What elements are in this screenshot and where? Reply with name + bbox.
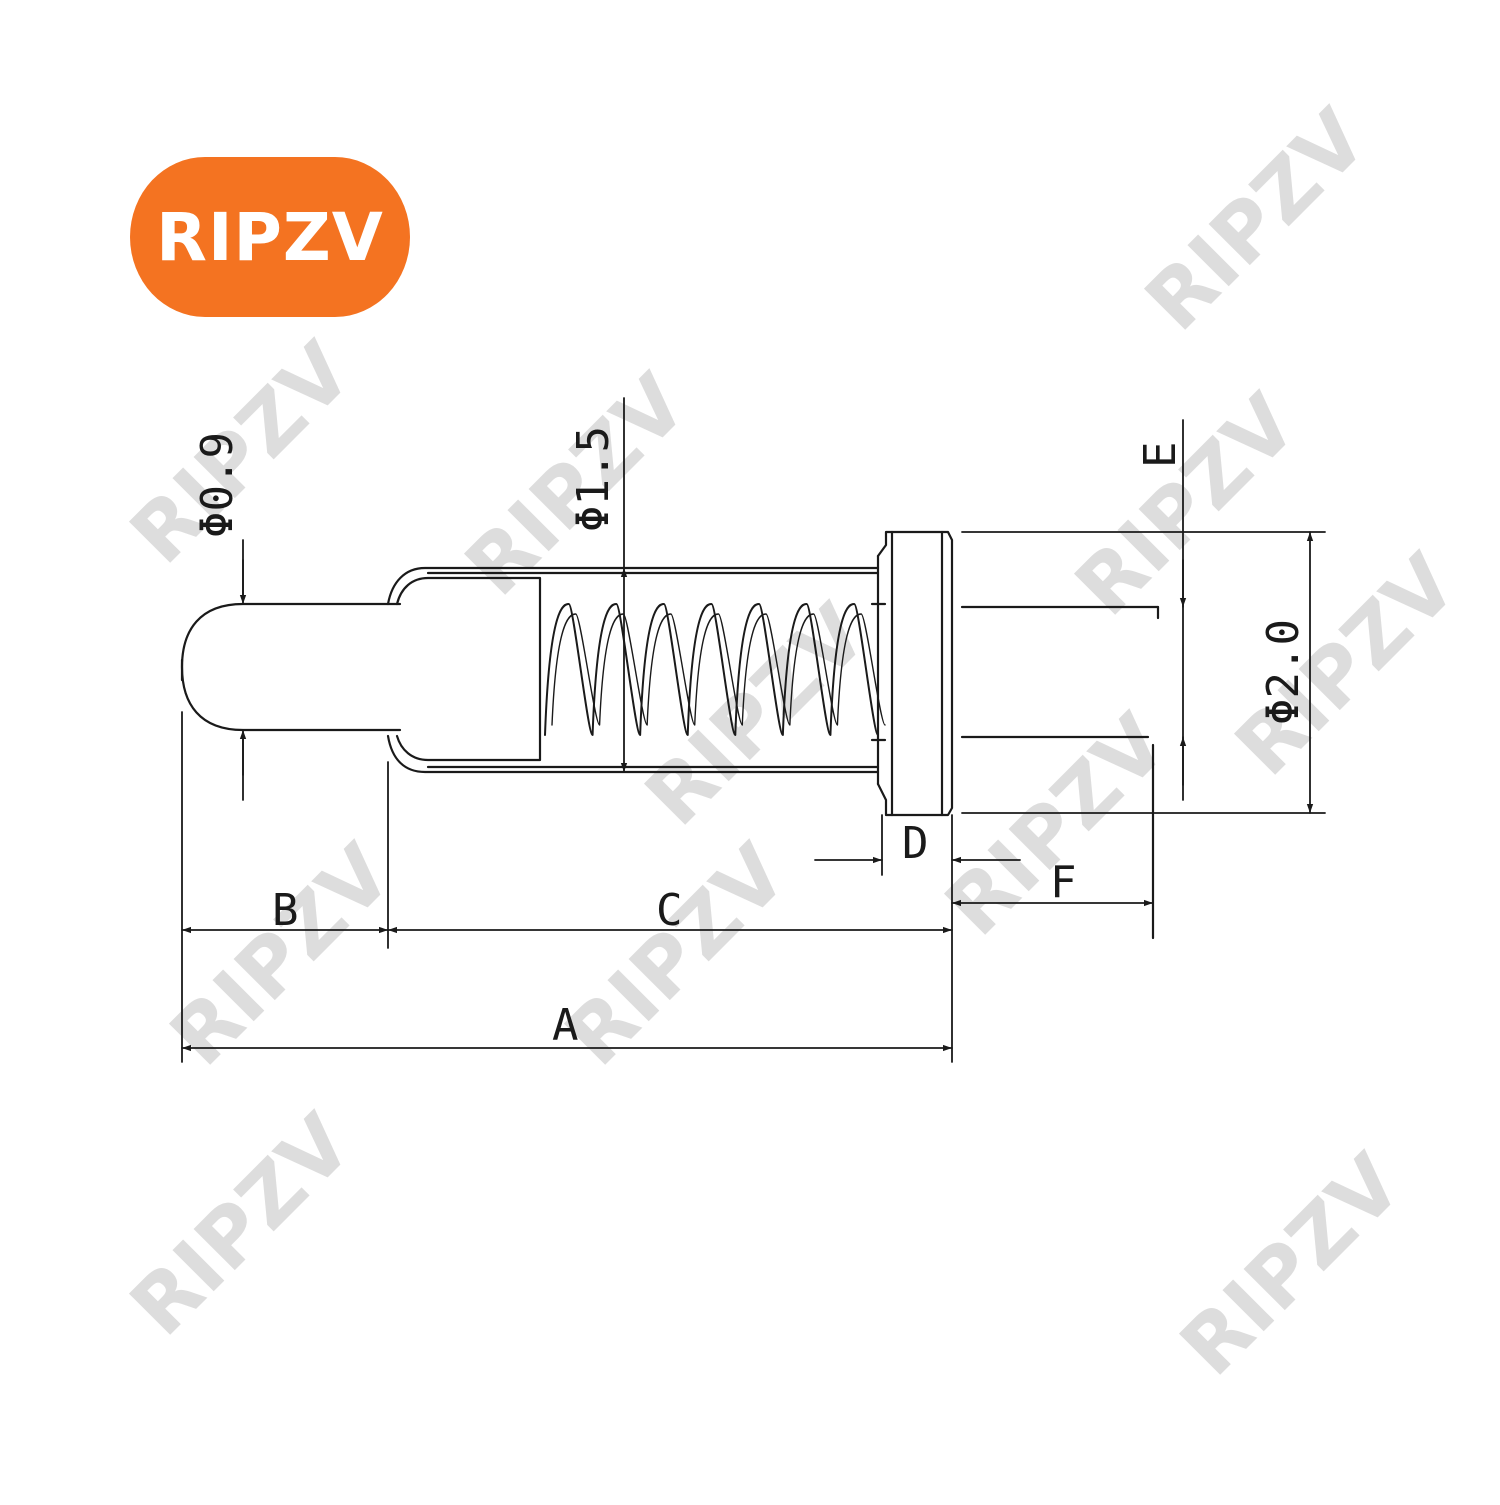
flange-thickness-label: D [902, 818, 929, 869]
tail-diameter-label: E [1135, 442, 1186, 469]
brand-logo-text: RIPZV [156, 198, 384, 276]
barrel-length-label: C [656, 885, 683, 936]
watermark-text: RIPZV [1218, 537, 1475, 794]
dimension-labels: Φ0.9 Φ1.5 Φ2.0 E B C A D F [192, 426, 1309, 1051]
watermark-text: RIPZV [113, 1097, 370, 1354]
watermark-text: RIPZV [548, 827, 805, 1084]
watermark-text: RIPZV [153, 827, 410, 1084]
watermark-text: RIPZV [1163, 1137, 1420, 1394]
tail-length-label: F [1050, 857, 1077, 908]
dimension-arrows [181, 531, 1314, 1052]
plunger-tip [180, 602, 402, 732]
tip-length-label: B [272, 885, 299, 936]
watermark-text: RIPZV [1058, 377, 1315, 634]
overall-length-label: A [552, 1000, 579, 1051]
flange-diameter-label: Φ2.0 [1258, 619, 1309, 725]
barrel [386, 554, 887, 786]
barrel-diameter-label: Φ1.5 [568, 426, 619, 532]
watermark-text: RIPZV [1128, 92, 1385, 349]
tail [960, 605, 1160, 940]
watermark-text: RIPZV [928, 697, 1185, 954]
flange [876, 530, 954, 817]
brand-badge: RIPZV [130, 157, 410, 317]
tip-diameter-label: Φ0.9 [192, 432, 243, 538]
spring [544, 603, 886, 736]
